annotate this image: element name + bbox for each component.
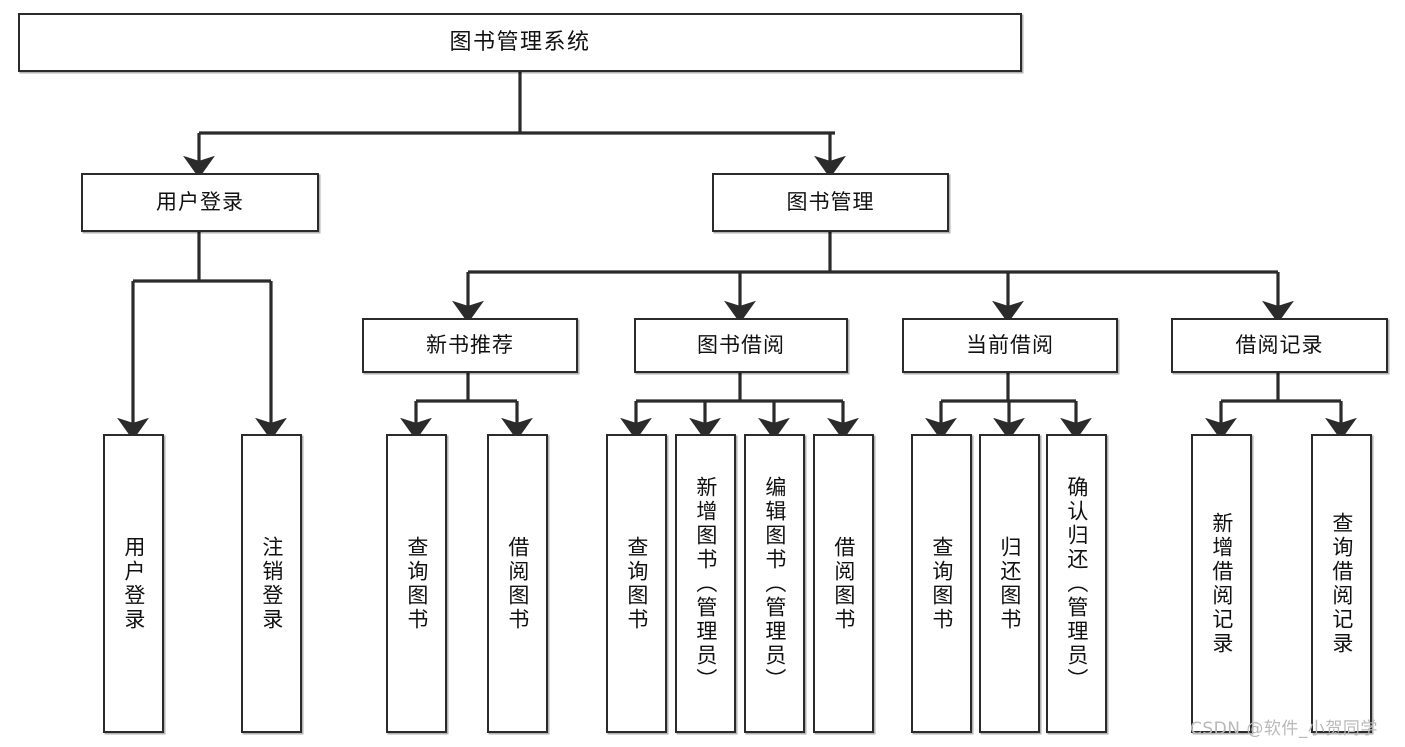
node-label: 借阅记录 [1235, 333, 1324, 358]
node-label: 图书管理系统 [449, 29, 591, 55]
leaf-borrow-record-query-record[interactable]: 查询借阅记录 [1311, 434, 1372, 733]
node-label: 编辑图书（管理员） [762, 475, 787, 692]
leaf-book-borrow-borrow-books[interactable]: 借阅图书 [813, 434, 874, 733]
node-label: 查询图书 [929, 535, 954, 632]
node-current-borrowing[interactable]: 当前借阅 [902, 318, 1118, 373]
node-label: 确认归还（管理员） [1064, 475, 1089, 692]
leaf-user-login-login[interactable]: 用户登录 [103, 434, 164, 733]
csdn-watermark: CSDN @软件_小贺同学 [1190, 719, 1378, 739]
leaf-new-book-query-books[interactable]: 查询图书 [386, 434, 447, 733]
leaf-current-borrow-query-books[interactable]: 查询图书 [911, 434, 972, 733]
node-label: 用户登录 [156, 190, 244, 215]
node-label: 新增借阅记录 [1209, 511, 1234, 656]
node-new-book-recommendation[interactable]: 新书推荐 [362, 318, 578, 373]
leaf-new-book-borrow-books[interactable]: 借阅图书 [487, 434, 548, 733]
node-label: 图书借阅 [697, 333, 785, 358]
node-user-login[interactable]: 用户登录 [81, 173, 319, 232]
leaf-book-borrow-add-book-admin[interactable]: 新增图书（管理员） [675, 434, 736, 733]
node-label: 查询图书 [624, 535, 649, 632]
node-book-management[interactable]: 图书管理 [712, 173, 949, 232]
leaf-current-borrow-return-books[interactable]: 归还图书 [979, 434, 1040, 733]
node-label: 查询图书 [404, 535, 429, 632]
leaf-current-borrow-confirm-return-admin[interactable]: 确认归还（管理员） [1046, 434, 1107, 733]
node-label: 用户登录 [121, 535, 146, 632]
node-label: 归还图书 [997, 535, 1022, 632]
node-root-book-management-system[interactable]: 图书管理系统 [18, 13, 1022, 72]
leaf-book-borrow-edit-book-admin[interactable]: 编辑图书（管理员） [744, 434, 805, 733]
node-label: 当前借阅 [966, 333, 1054, 358]
node-label: 借阅图书 [505, 535, 530, 632]
leaf-borrow-record-add-record[interactable]: 新增借阅记录 [1191, 434, 1252, 733]
node-label: 查询借阅记录 [1329, 511, 1354, 656]
node-label: 新书推荐 [426, 333, 514, 358]
leaf-user-login-logout[interactable]: 注销登录 [241, 434, 302, 733]
node-borrowing-record[interactable]: 借阅记录 [1171, 318, 1388, 373]
node-label: 新增图书（管理员） [693, 475, 718, 692]
node-label: 注销登录 [259, 535, 284, 632]
leaf-book-borrow-query-books[interactable]: 查询图书 [606, 434, 667, 733]
node-label: 图书管理 [786, 190, 875, 215]
node-label: 借阅图书 [831, 535, 856, 632]
node-book-borrowing[interactable]: 图书借阅 [634, 318, 848, 373]
